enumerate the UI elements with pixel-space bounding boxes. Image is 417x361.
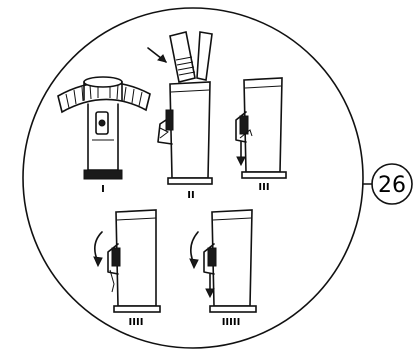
callout-number: 26 <box>378 173 406 198</box>
step-5-illustration <box>190 210 256 312</box>
step-3-illustration <box>236 78 286 178</box>
step-4-illustration <box>94 210 160 312</box>
step-3-label: III <box>258 182 269 193</box>
step-2-label: II <box>187 190 194 201</box>
step-1-illustration <box>58 77 150 179</box>
step-4-label: IIII <box>129 317 144 328</box>
step-5-label: IIIII <box>222 317 241 328</box>
step-2-illustration <box>148 32 212 184</box>
step-1-label: I <box>101 184 105 195</box>
